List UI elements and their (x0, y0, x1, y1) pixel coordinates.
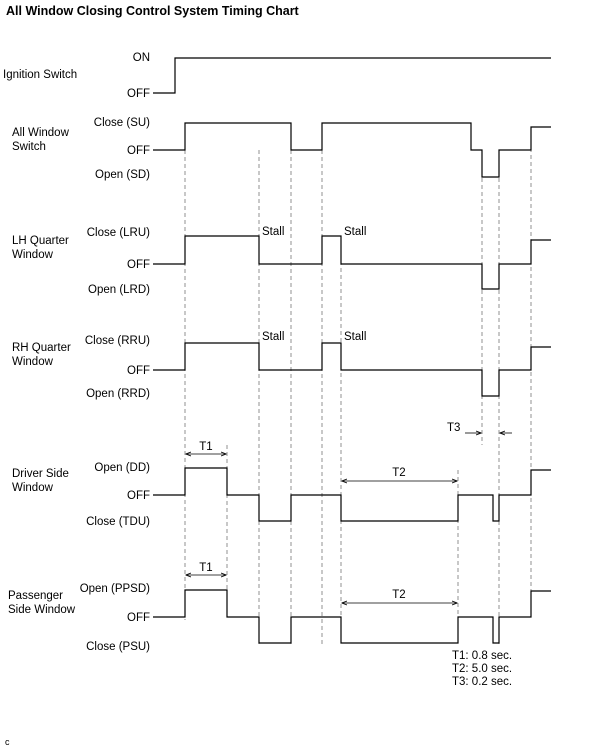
stall-label: Stall (344, 226, 366, 238)
legend-t3: T3: 0.2 sec. (452, 676, 512, 688)
t2-label: T2 (392, 589, 405, 601)
level-off: OFF (127, 612, 150, 624)
chart-title: All Window Closing Control System Timing… (6, 4, 299, 18)
signal-name-all-window-switch-2: Switch (12, 141, 46, 153)
t1-label: T1 (199, 562, 212, 574)
figure-code: c (5, 737, 10, 747)
level-open-ppsd: Open (PPSD) (80, 583, 150, 595)
ignition-switch-waveform (153, 57, 551, 94)
stall-label: Stall (262, 226, 284, 238)
lh-quarter-window-waveform (153, 235, 551, 290)
signal-name-driver-side-window: Driver Side (12, 468, 69, 480)
level-open-rrd: Open (RRD) (86, 388, 150, 400)
level-close-su: Close (SU) (94, 117, 150, 129)
signal-name-lh-quarter-window-2: Window (12, 249, 54, 261)
guide-lines (184, 127, 532, 645)
signal-name-all-window-switch: All Window (12, 127, 70, 139)
t2-label: T2 (392, 467, 405, 479)
stall-label: Stall (344, 331, 366, 343)
stall-label: Stall (262, 331, 284, 343)
signal-name-ignition-switch: Ignition Switch (3, 69, 77, 81)
signal-name-passenger-side-window-2: Side Window (8, 604, 76, 616)
all-window-switch-waveform (153, 122, 551, 178)
signal-name-passenger-side-window: Passenger (8, 590, 63, 602)
level-off: OFF (127, 88, 150, 100)
signal-name-rh-quarter-window: RH Quarter (12, 342, 71, 354)
level-off: OFF (127, 145, 150, 157)
level-open-sd: Open (SD) (95, 169, 150, 181)
level-close-tdu: Close (TDU) (86, 516, 150, 528)
level-close-lru: Close (LRU) (87, 227, 150, 239)
legend-t1: T1: 0.8 sec. (452, 650, 512, 662)
level-on: ON (133, 52, 150, 64)
level-open-dd: Open (DD) (94, 462, 150, 474)
level-off: OFF (127, 259, 150, 271)
level-off: OFF (127, 490, 150, 502)
rh-quarter-window-waveform (153, 342, 551, 397)
driver-side-window-waveform (153, 467, 551, 522)
t3-label: T3 (447, 422, 460, 434)
signal-name-lh-quarter-window: LH Quarter (12, 235, 69, 247)
passenger-side-window-waveform (153, 589, 551, 644)
legend-t2: T2: 5.0 sec. (452, 663, 512, 675)
signal-name-rh-quarter-window-2: Window (12, 356, 54, 368)
signal-name-driver-side-window-2: Window (12, 482, 54, 494)
level-open-lrd: Open (LRD) (88, 284, 150, 296)
level-close-rru: Close (RRU) (85, 335, 150, 347)
level-off: OFF (127, 365, 150, 377)
level-close-psu: Close (PSU) (86, 641, 150, 653)
t1-label: T1 (199, 441, 212, 453)
